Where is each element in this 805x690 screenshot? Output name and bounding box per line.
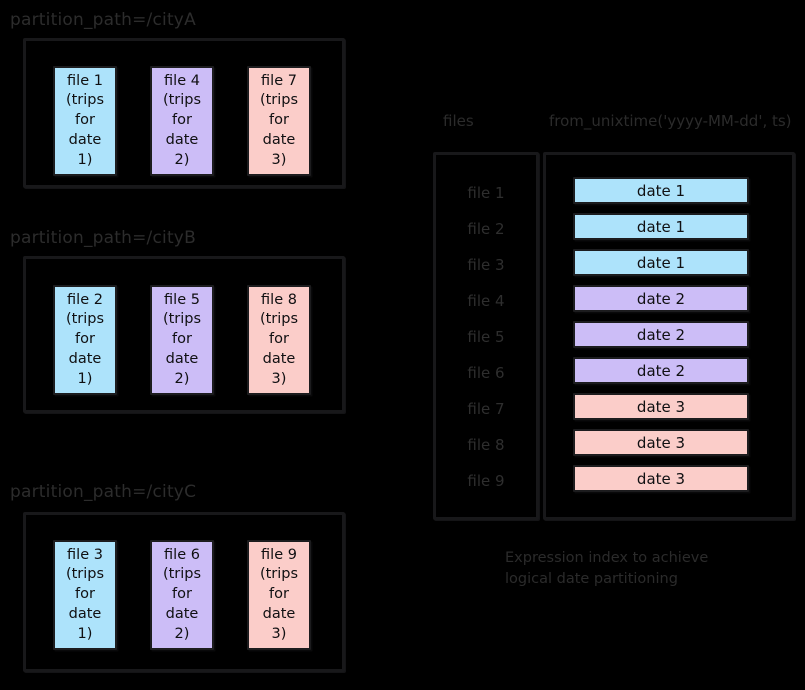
file-card-label: file 6 (trips for date 2) <box>162 546 202 642</box>
date-chip[interactable]: date 2 <box>573 321 749 348</box>
files-column-box: file 1 file 2 file 3 file 4 file 5 file … <box>433 152 539 520</box>
date-chip-label: date 3 <box>636 397 686 416</box>
file-list-item[interactable]: file 5 <box>467 328 505 346</box>
date-chip-label: date 2 <box>636 289 686 308</box>
date-chip[interactable]: date 1 <box>573 249 749 276</box>
file-card[interactable]: file 1 (trips for date 1) <box>53 66 117 176</box>
partition-box: file 2 (trips for date 1) file 5 (trips … <box>23 256 345 413</box>
file-card-label: file 7 (trips for date 3) <box>259 72 299 168</box>
partition-title: partition_path=/cityB <box>10 228 196 248</box>
file-card[interactable]: file 9 (trips for date 3) <box>247 540 311 650</box>
file-list-item[interactable]: file 1 <box>467 184 505 202</box>
file-card-label: file 2 (trips for date 1) <box>65 291 105 387</box>
file-list-item[interactable]: file 6 <box>467 364 505 382</box>
partition-box: file 3 (trips for date 1) file 6 (trips … <box>23 512 345 672</box>
file-card-label: file 1 (trips for date 1) <box>65 72 105 168</box>
partition-title: partition_path=/cityA <box>10 10 196 30</box>
file-card-label: file 3 (trips for date 1) <box>65 546 105 642</box>
date-chip[interactable]: date 2 <box>573 357 749 384</box>
file-card[interactable]: file 8 (trips for date 3) <box>247 285 311 395</box>
partition-title: partition_path=/cityC <box>10 482 197 502</box>
date-chip-label: date 1 <box>636 217 686 236</box>
file-card[interactable]: file 2 (trips for date 1) <box>53 285 117 395</box>
date-chip-label: date 1 <box>636 253 686 272</box>
diagram-caption: Expression index to achieve logical date… <box>505 550 709 588</box>
files-column-header: files <box>443 112 474 130</box>
partition-box: file 1 (trips for date 1) file 4 (trips … <box>23 38 345 188</box>
date-chip[interactable]: date 3 <box>573 393 749 420</box>
file-card[interactable]: file 3 (trips for date 1) <box>53 540 117 650</box>
file-card[interactable]: file 6 (trips for date 2) <box>150 540 214 650</box>
date-chip-label: date 1 <box>636 181 686 200</box>
partition-group-cityA: partition_path=/cityA file 1 (trips for … <box>10 10 350 200</box>
file-card-label: file 8 (trips for date 3) <box>259 291 299 387</box>
file-list-item[interactable]: file 2 <box>467 220 505 238</box>
date-chip[interactable]: date 2 <box>573 285 749 312</box>
file-card[interactable]: file 5 (trips for date 2) <box>150 285 214 395</box>
file-card[interactable]: file 7 (trips for date 3) <box>247 66 311 176</box>
file-list-item[interactable]: file 7 <box>467 400 505 418</box>
date-chip-label: date 3 <box>636 433 686 452</box>
file-card-label: file 4 (trips for date 2) <box>162 72 202 168</box>
date-index-column-box: date 1 date 1 date 1 date 2 date 2 date … <box>543 152 795 520</box>
expression-column-header: from_unixtime('yyyy-MM-dd', ts) <box>549 112 792 130</box>
date-chip[interactable]: date 3 <box>573 465 749 492</box>
date-chip-label: date 3 <box>636 469 686 488</box>
file-list-item[interactable]: file 9 <box>467 472 505 490</box>
file-list-item[interactable]: file 4 <box>467 292 505 310</box>
file-list-item[interactable]: file 8 <box>467 436 505 454</box>
date-chip[interactable]: date 1 <box>573 177 749 204</box>
partition-group-cityB: partition_path=/cityB file 2 (trips for … <box>10 228 350 424</box>
file-list-item[interactable]: file 3 <box>467 256 505 274</box>
file-card[interactable]: file 4 (trips for date 2) <box>150 66 214 176</box>
file-card-label: file 5 (trips for date 2) <box>162 291 202 387</box>
date-chip[interactable]: date 3 <box>573 429 749 456</box>
file-card-label: file 9 (trips for date 3) <box>259 546 299 642</box>
date-chip-label: date 2 <box>636 361 686 380</box>
date-chip-label: date 2 <box>636 325 686 344</box>
partition-group-cityC: partition_path=/cityC file 3 (trips for … <box>10 482 350 682</box>
date-chip[interactable]: date 1 <box>573 213 749 240</box>
